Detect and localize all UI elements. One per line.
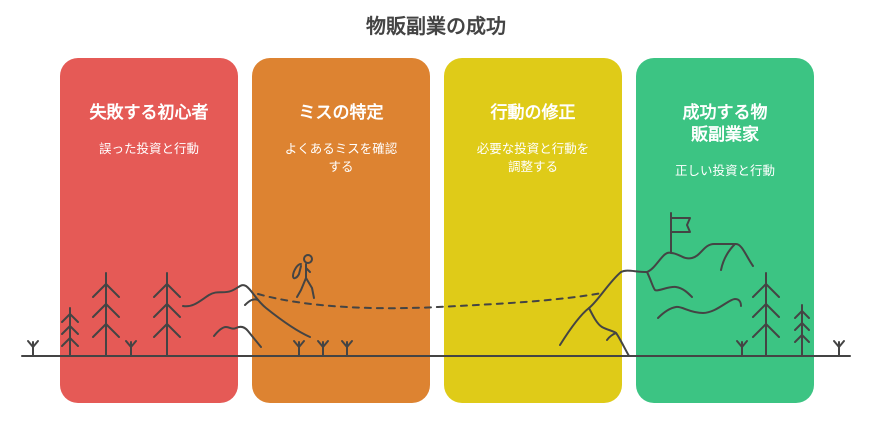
flag-icon bbox=[670, 212, 691, 254]
diagram-title: 物販副業の成功 bbox=[366, 14, 506, 38]
hiker-icon bbox=[292, 254, 315, 299]
tree-icon bbox=[752, 272, 780, 357]
stage-description: 必要な投資と行動を調整する bbox=[476, 141, 590, 174]
stage-heading: 失敗する初心者 bbox=[89, 103, 209, 123]
grass-icon bbox=[27, 340, 845, 357]
dashed-path bbox=[257, 292, 603, 310]
tree-icon bbox=[153, 272, 181, 357]
stage-card-successful-seller: 成功する物販副業家 正しい投資と行動 bbox=[636, 58, 814, 403]
stage-card-failing-beginner: 失敗する初心者 誤った投資と行動 bbox=[60, 58, 238, 403]
mountain-right bbox=[559, 243, 754, 357]
tree-icon bbox=[794, 304, 810, 357]
stage-description: よくあるミスを確認する bbox=[284, 141, 398, 174]
tree-icon bbox=[61, 307, 79, 357]
stage-card-identify-mistakes: ミスの特定 よくあるミスを確認する bbox=[252, 58, 430, 403]
stage-heading: 成功する物販副業家 bbox=[682, 103, 768, 145]
hills-left bbox=[182, 284, 311, 348]
stage-heading: 行動の修正 bbox=[490, 103, 576, 123]
stage-card-correct-actions: 行動の修正 必要な投資と行動を調整する bbox=[444, 58, 622, 403]
stage-description: 誤った投資と行動 bbox=[98, 141, 199, 156]
stage-heading: ミスの特定 bbox=[298, 103, 384, 123]
stage-description: 正しい投資と行動 bbox=[674, 163, 775, 178]
tree-icon bbox=[92, 272, 120, 357]
